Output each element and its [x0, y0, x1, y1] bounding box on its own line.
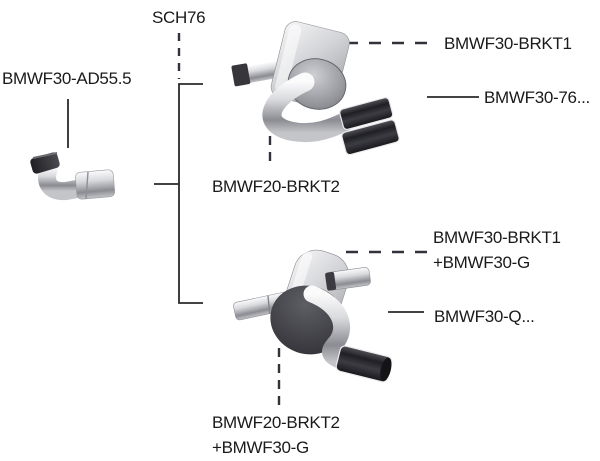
- label-bmwf30-ad55: BMWF30-AD55.5: [2, 69, 132, 88]
- label-bmwf20-brkt2-plus-g-line1: BMWF20-BRKT2: [212, 413, 340, 432]
- label-bmwf20-brkt2-plus-g-line2: +BMWF30-G: [212, 438, 309, 457]
- label-bmwf30-brkt1-plus-g-line2: +BMWF30-G: [433, 253, 530, 272]
- label-bmwf30-76: BMWF30-76...: [484, 88, 590, 107]
- tree-bracket-line: [178, 83, 203, 304]
- elbow-pipe-image: [30, 152, 116, 201]
- label-bmwf20-brkt2-plus-g: BMWF20-BRKT2 +BMWF30-G: [212, 410, 340, 460]
- connector-lines: [67, 33, 479, 406]
- rear-silencer-top-image: [231, 21, 400, 156]
- label-sch76: SCH76: [152, 8, 206, 27]
- label-bmwf30-q: BMWF30-Q...: [434, 307, 535, 326]
- label-bmwf30-brkt1-plus-g: BMWF30-BRKT1 +BMWF30-G: [433, 225, 561, 275]
- label-bmwf30-brkt1-top: BMWF30-BRKT1: [444, 34, 572, 53]
- label-bmwf20-brkt2-top: BMWF20-BRKT2: [212, 177, 340, 196]
- label-bmwf30-brkt1-plus-g-line1: BMWF30-BRKT1: [433, 228, 561, 247]
- rear-silencer-bottom-image: [233, 249, 393, 383]
